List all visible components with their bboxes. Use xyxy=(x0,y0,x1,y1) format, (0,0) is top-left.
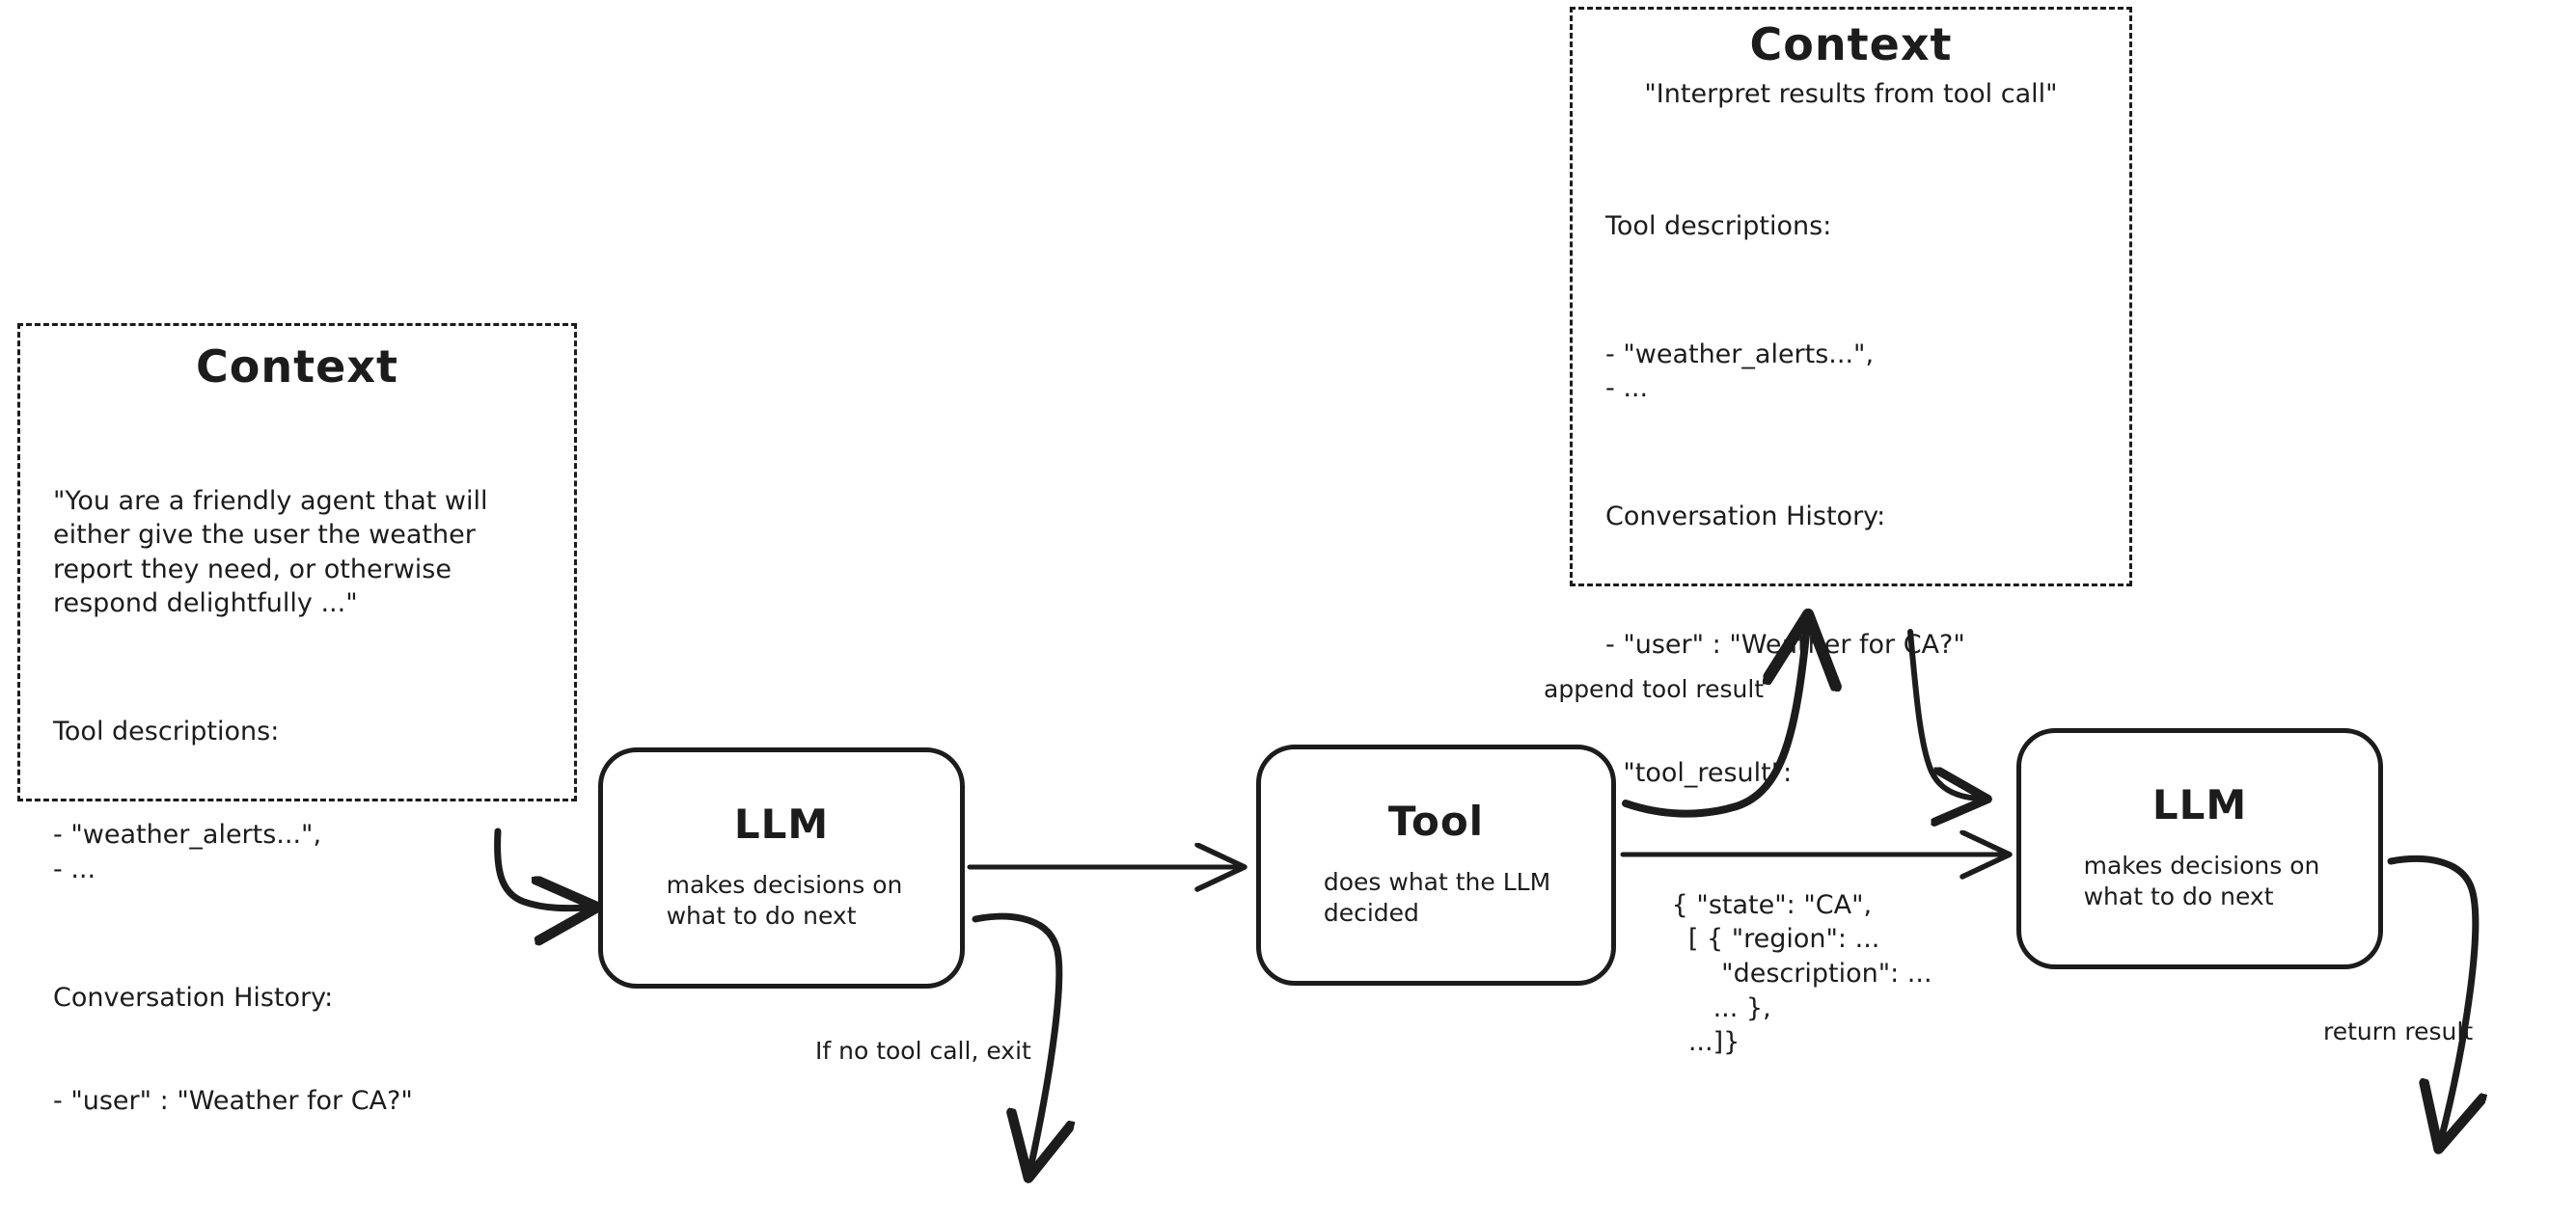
node-llm-first-subtitle: makes decisions on what to do next xyxy=(666,871,903,930)
context-right-system-prompt: "Interpret results from tool call" xyxy=(1644,79,2058,110)
edge-label-return-result: return result xyxy=(2323,1018,2474,1045)
context-right-tool-result-label: - "tool_result": xyxy=(1605,757,1793,788)
edge-label-exit: If no tool call, exit xyxy=(815,1037,1031,1065)
context-left-tool-descriptions-heading: Tool descriptions: xyxy=(53,717,280,747)
node-tool-title: Tool xyxy=(1387,798,1485,845)
context-right-tool-descriptions-items: - "weather_alerts...", - ... xyxy=(1605,339,1875,404)
context-right-body: Tool descriptions: - "weather_alerts..."… xyxy=(1594,140,2108,1153)
context-left-tool-descriptions-items: - "weather_alerts...", - ... xyxy=(53,820,322,884)
context-box-after-tool: Context "Interpret results from tool cal… xyxy=(1570,7,2132,1057)
node-tool[interactable]: Tool does what the LLM decided xyxy=(1256,745,1616,986)
context-left-conversation-items: - "user" : "Weather for CA?" xyxy=(53,1085,413,1116)
context-box-initial: Context "You are a friendly agent that w… xyxy=(17,323,577,1116)
context-right-tool-descriptions-heading: Tool descriptions: xyxy=(1605,210,1832,241)
node-llm-first-title: LLM xyxy=(733,800,830,848)
node-llm-first[interactable]: LLM makes decisions on what to do next xyxy=(598,747,965,989)
node-tool-subtitle: does what the LLM decided xyxy=(1323,868,1551,927)
edge-label-append-tool-result: append tool result xyxy=(1544,675,1765,703)
context-left-body: "You are a friendly agent that will eith… xyxy=(45,415,549,1186)
context-right-conversation-user: - "user" : "Weather for CA?" xyxy=(1605,629,1965,660)
node-llm-second-subtitle: makes decisions on what to do next xyxy=(2083,852,2320,910)
context-left-title: Context xyxy=(196,340,398,393)
context-left-system-prompt: "You are a friendly agent that will eith… xyxy=(53,485,497,619)
node-llm-second-title: LLM xyxy=(2151,781,2248,828)
context-right-tool-result-json: { "state": "CA", [ { "region": ... "desc… xyxy=(1671,889,1932,1058)
node-llm-second[interactable]: LLM makes decisions on what to do next xyxy=(2016,728,2383,969)
edge-llm2-return xyxy=(2387,855,2476,1140)
context-right-title: Context xyxy=(1749,18,1953,70)
context-right-conversation-heading: Conversation History: xyxy=(1605,502,1886,532)
context-left-conversation-heading: Conversation History: xyxy=(53,982,334,1013)
